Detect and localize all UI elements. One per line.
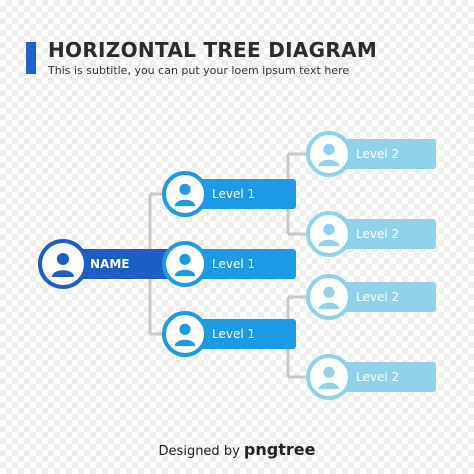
- person-icon: [306, 211, 352, 257]
- footer-prefix: Designed by: [158, 444, 240, 459]
- footer-credit: Designed by pngtree: [0, 440, 474, 459]
- page-subtitle: This is subtitle, you can put your loem …: [48, 64, 350, 77]
- person-icon: [162, 311, 208, 357]
- footer-brand: pngtree: [243, 440, 316, 459]
- person-icon: [306, 131, 352, 177]
- person-icon: [306, 354, 352, 400]
- title-accent-bar: [26, 42, 36, 74]
- person-icon: [306, 274, 352, 320]
- person-icon: [162, 171, 208, 217]
- person-icon: [162, 241, 208, 287]
- page-title: HORIZONTAL TREE DIAGRAM: [48, 38, 378, 62]
- person-icon: [38, 239, 88, 289]
